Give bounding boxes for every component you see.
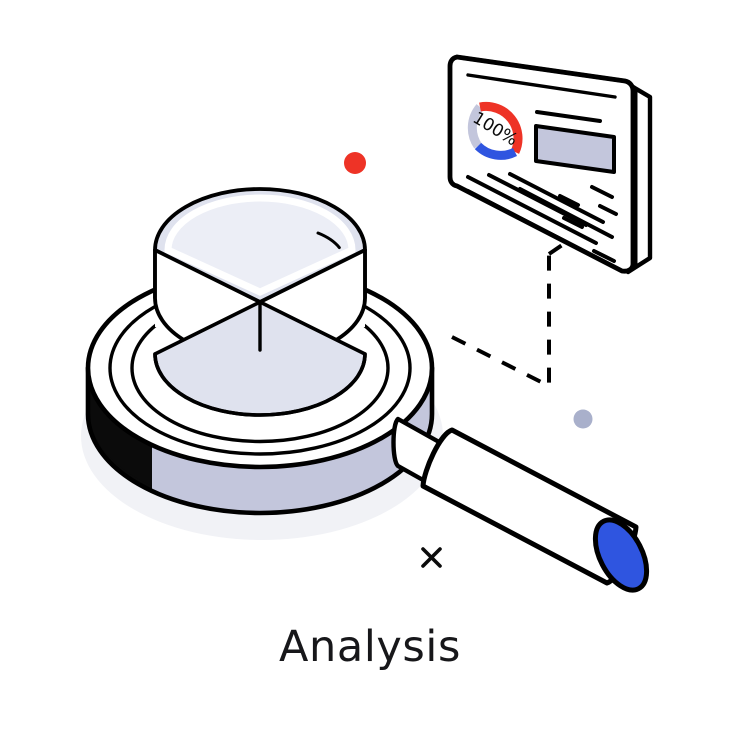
gray-dot xyxy=(573,409,593,429)
report-card[interactable]: 100% xyxy=(447,54,653,275)
page-title: Analysis xyxy=(279,622,461,672)
highlight-bar xyxy=(534,124,616,174)
donut-gauge: 100% xyxy=(467,101,523,160)
cross-mark xyxy=(421,547,442,568)
red-dot xyxy=(344,152,366,174)
pie-chart-3d xyxy=(153,187,367,417)
card-text-lines xyxy=(466,110,618,263)
magnifier-handle xyxy=(391,416,650,593)
accent-marks xyxy=(344,152,593,568)
